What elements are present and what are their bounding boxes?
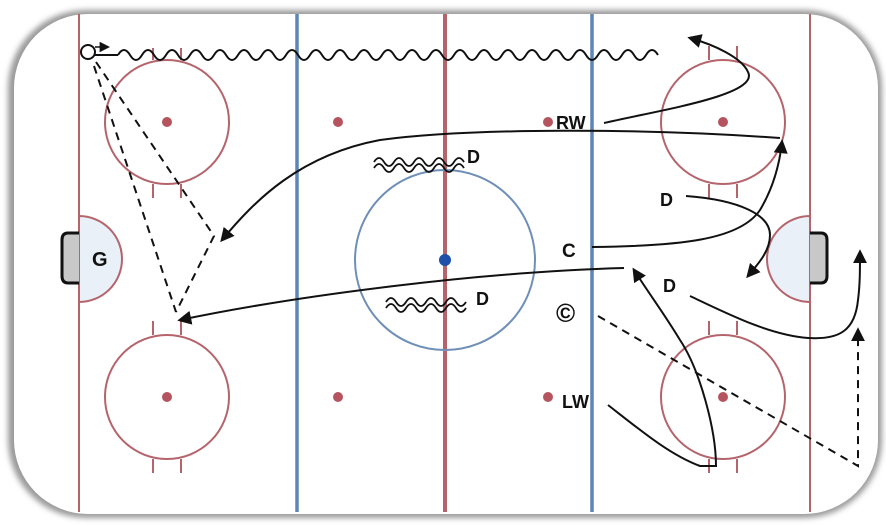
neutral-dot-bottom-right bbox=[543, 392, 553, 402]
left-net bbox=[60, 231, 79, 285]
right-goal-crease bbox=[766, 214, 811, 304]
faceoff-circle-bottom-left bbox=[104, 321, 230, 473]
defense-top-center-label: D bbox=[467, 147, 480, 167]
d-upper-right-path bbox=[685, 195, 772, 279]
goalie-label: G bbox=[92, 249, 108, 271]
center-label: C bbox=[562, 241, 576, 262]
faceoff-circle-top-right bbox=[660, 46, 786, 198]
skate-path-top-wavy bbox=[117, 49, 659, 61]
pass-dashed-left-1 bbox=[93, 65, 177, 313]
left-wing-label: LW bbox=[562, 392, 589, 412]
pivot-start-icon bbox=[80, 41, 118, 60]
right-wing-label: RW bbox=[556, 113, 586, 133]
d-top-center-backskate-2 bbox=[373, 163, 465, 173]
neutral-dot-bottom-left bbox=[333, 392, 343, 402]
coach-dashed-pass bbox=[597, 315, 865, 468]
d-top-center-backskate bbox=[373, 157, 465, 167]
left-goal-crease bbox=[78, 214, 123, 304]
defense-bottom-center-label: D bbox=[476, 289, 489, 309]
d-bottom-center-backskate bbox=[385, 297, 467, 307]
d-bottom-center-backskate-2 bbox=[385, 303, 467, 313]
neutral-dot-top-right bbox=[543, 117, 553, 127]
defense-right-upper-label: D bbox=[660, 190, 673, 210]
pass-right-to-left-top bbox=[220, 129, 781, 243]
faceoff-circle-top-left bbox=[104, 48, 230, 198]
faceoff-circle-bottom-right bbox=[660, 321, 786, 473]
center-faceoff-dot bbox=[439, 254, 451, 266]
rw-skate-path bbox=[603, 34, 750, 124]
pass-dashed-left-2 bbox=[95, 61, 216, 313]
c-skate-path bbox=[591, 139, 788, 248]
neutral-dot-top-left bbox=[333, 117, 343, 127]
defense-right-lower-label: D bbox=[663, 276, 676, 296]
lw-skate-path bbox=[607, 267, 718, 467]
coach-label: © bbox=[556, 298, 575, 328]
d-lower-right-path bbox=[689, 249, 867, 340]
pass-right-to-left-bottom bbox=[177, 267, 625, 325]
right-net bbox=[810, 231, 829, 285]
